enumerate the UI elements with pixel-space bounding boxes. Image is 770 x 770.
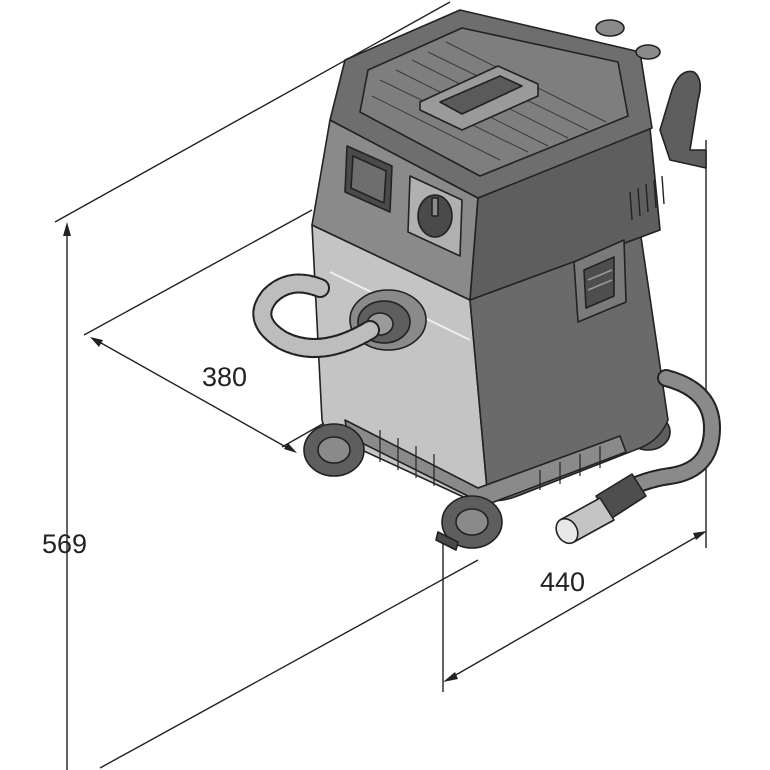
dimension-arrowheads bbox=[63, 222, 707, 682]
width-label: 440 bbox=[540, 567, 585, 597]
tank-ribs bbox=[379, 430, 601, 490]
depth-label: 380 bbox=[202, 362, 247, 392]
depth-arrow-left bbox=[90, 337, 103, 347]
hose-end-fitting bbox=[555, 473, 647, 545]
depth-upper-extension-line bbox=[83, 209, 313, 336]
dial-pointer bbox=[431, 197, 439, 217]
depth-arrow-right bbox=[284, 443, 297, 453]
accessory-holder-2 bbox=[635, 44, 661, 60]
power-switch-inner bbox=[350, 155, 387, 204]
width-arrow-left bbox=[443, 672, 458, 682]
front-left-wheel bbox=[303, 423, 365, 477]
control-panel bbox=[344, 145, 463, 257]
height-label: 569 bbox=[42, 529, 87, 559]
accessory-holder bbox=[595, 19, 625, 37]
vacuum-cleaner bbox=[252, 9, 721, 551]
front-right-wheel bbox=[435, 495, 503, 551]
side-vent bbox=[629, 175, 665, 221]
hose-holder-hook[interactable] bbox=[659, 70, 707, 169]
depth-dimension-line bbox=[93, 338, 294, 452]
width-dimension-line bbox=[446, 532, 704, 681]
tank-latch[interactable] bbox=[573, 239, 627, 323]
lid-handle-grip bbox=[439, 75, 523, 115]
height-bottom-extension-line bbox=[99, 559, 479, 769]
width-arrow-right bbox=[693, 531, 707, 540]
height-arrow-top bbox=[63, 222, 71, 236]
height-top-extension-line bbox=[54, 1, 451, 223]
